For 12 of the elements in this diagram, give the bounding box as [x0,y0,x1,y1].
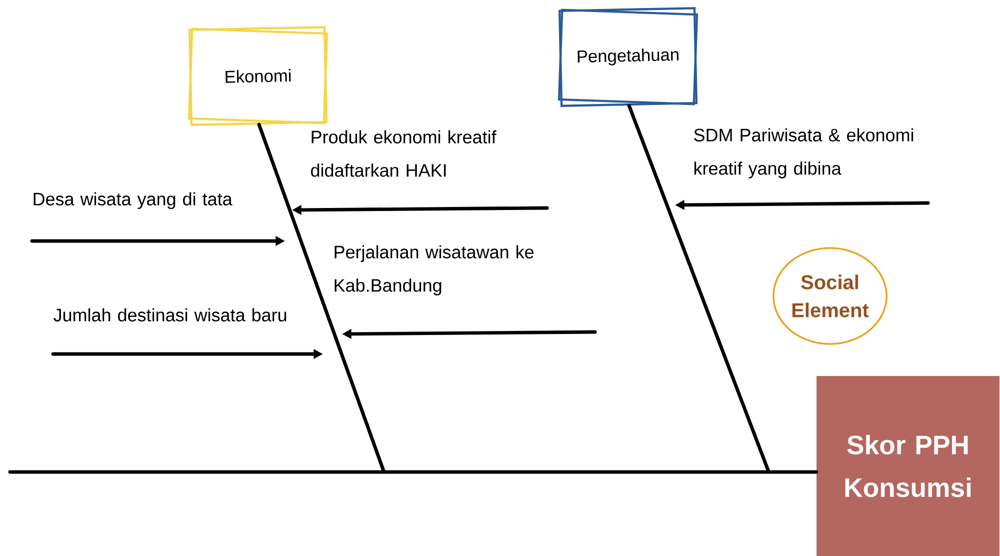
cause-text: Jumlah destinasi wisata baru [54,308,286,322]
cause-text: Desa wisata yang di tata [34,192,232,210]
cause-text: Produk ekonomi kreatif didaftarkan HAKI [311,130,496,177]
effect-box: Skor PPH Konsumsi [816,376,1000,556]
bone-line [257,122,386,474]
bone-line [627,104,770,472]
cause-text: Perjalanan wisatawan ke Kab.Bandung [334,245,534,296]
spine-line [8,470,818,474]
category-box: Pengetahuan [558,7,698,107]
cause-text: SDM Pariwisata & ekonomi kreatif yang dibina [694,128,914,178]
category-box: Ekonomi [188,26,328,126]
circled-text: Social Element [772,247,888,345]
